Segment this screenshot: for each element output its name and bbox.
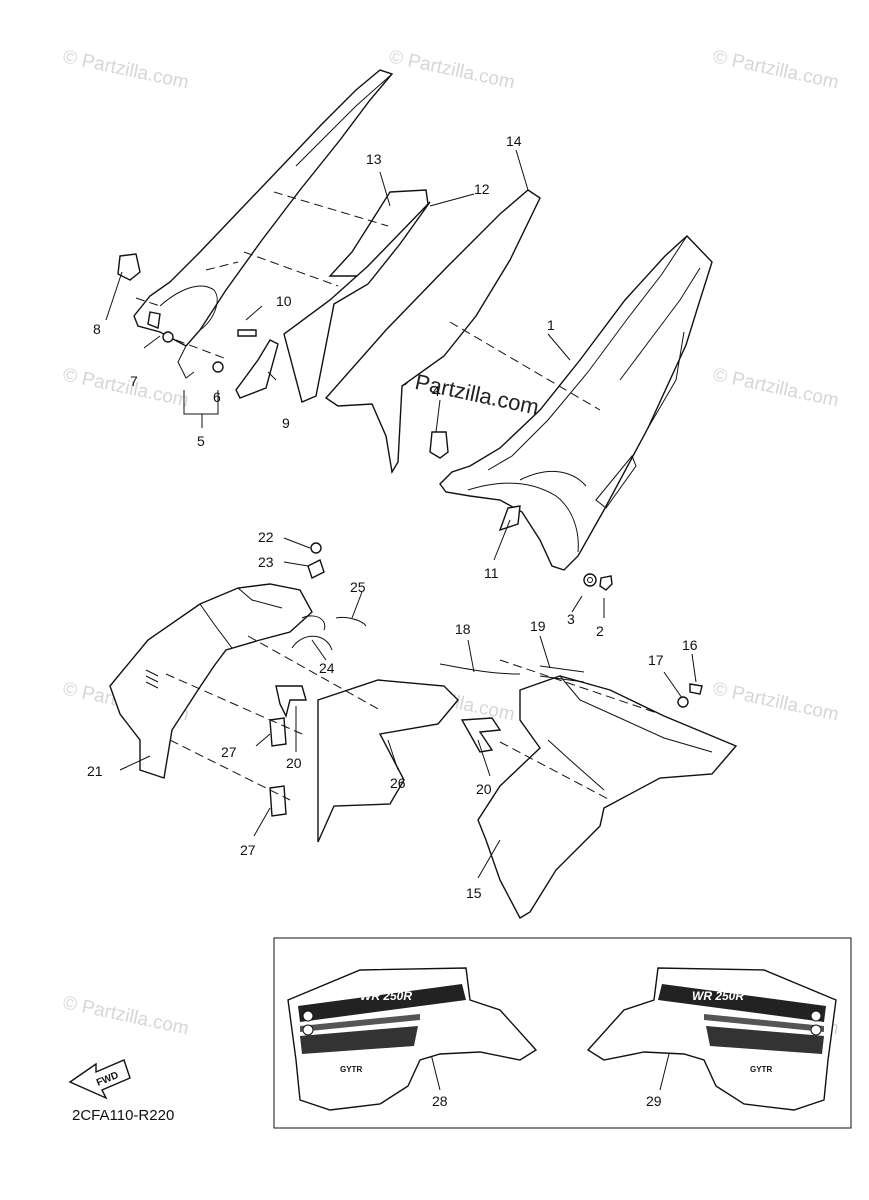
callout-27: 27 bbox=[221, 744, 237, 760]
callout-4: 4 bbox=[432, 383, 440, 399]
part-side-cover-right bbox=[429, 235, 713, 591]
callout-1: 1 bbox=[547, 317, 555, 333]
part-lower-left-shroud bbox=[109, 542, 459, 843]
callout-18: 18 bbox=[455, 621, 471, 637]
assembly-lines bbox=[135, 191, 661, 801]
callout-27: 27 bbox=[240, 842, 256, 858]
leader-lines bbox=[105, 149, 697, 1091]
callout-28: 28 bbox=[432, 1093, 448, 1109]
decal-right-model: WR 250R bbox=[692, 989, 744, 1003]
callout-19: 19 bbox=[530, 618, 546, 634]
watermark: © Partzilla.com bbox=[387, 46, 517, 93]
decal-inset: WR 250R GYTR WR 250R GYTR bbox=[273, 937, 852, 1129]
callout-11: 11 bbox=[484, 565, 499, 581]
callout-7: 7 bbox=[130, 373, 138, 389]
callout-14: 14 bbox=[506, 133, 522, 149]
callout-17: 17 bbox=[648, 652, 664, 668]
callout-12: 12 bbox=[474, 181, 490, 197]
callout-8: 8 bbox=[93, 321, 101, 337]
callout-16: 16 bbox=[682, 637, 698, 653]
part-panel-14 bbox=[324, 189, 541, 474]
watermark: © Partzilla.com bbox=[61, 46, 191, 93]
callout-labels: 1 2 3 4 5 6 7 8 9 10 11 12 13 14 15 16 1… bbox=[87, 133, 698, 1109]
fwd-arrow-icon: FWD bbox=[68, 1059, 131, 1100]
decal-right: WR 250R GYTR bbox=[586, 967, 837, 1111]
callout-22: 22 bbox=[258, 529, 274, 545]
callout-5: 5 bbox=[197, 433, 205, 449]
diagram-code: 2CFA110-R220 bbox=[72, 1107, 174, 1124]
callout-15: 15 bbox=[466, 885, 482, 901]
watermark: © Partzilla.com bbox=[711, 364, 841, 411]
callout-25: 25 bbox=[350, 579, 366, 595]
watermark: © Partzilla.com bbox=[711, 678, 841, 725]
part-lower-right-shroud bbox=[439, 663, 738, 919]
callout-3: 3 bbox=[567, 611, 575, 627]
callout-21: 21 bbox=[87, 763, 103, 779]
watermark: © Partzilla.com bbox=[61, 364, 191, 411]
callout-13: 13 bbox=[366, 151, 382, 167]
callout-23: 23 bbox=[258, 554, 274, 570]
callout-26: 26 bbox=[390, 775, 406, 791]
watermark: © Partzilla.com bbox=[711, 46, 841, 93]
watermarks: © Partzilla.com © Partzilla.com © Partzi… bbox=[61, 46, 841, 1039]
callout-24: 24 bbox=[319, 660, 335, 676]
part-panels-12-13 bbox=[283, 189, 431, 403]
callout-9: 9 bbox=[282, 415, 290, 431]
callout-20: 20 bbox=[286, 755, 302, 771]
decal-left-model: WR 250R bbox=[360, 989, 412, 1003]
decal-right-gytr: GYTR bbox=[750, 1065, 772, 1074]
callout-2: 2 bbox=[596, 623, 604, 639]
callout-10: 10 bbox=[276, 293, 292, 309]
callout-29: 29 bbox=[646, 1093, 662, 1109]
decal-left: WR 250R GYTR bbox=[287, 967, 538, 1111]
watermark: © Partzilla.com bbox=[61, 992, 191, 1039]
callout-6: 6 bbox=[213, 389, 221, 405]
callout-20: 20 bbox=[476, 781, 492, 797]
decal-left-gytr: GYTR bbox=[340, 1065, 362, 1074]
part-side-cover-left-upper bbox=[117, 69, 394, 399]
